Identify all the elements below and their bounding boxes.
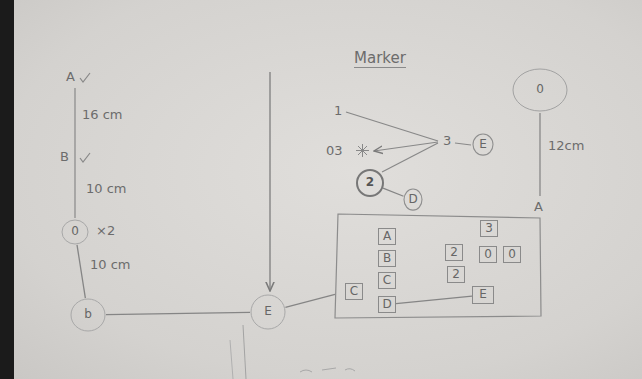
connector-line [285, 294, 335, 307]
dark-edge [0, 0, 14, 379]
node-text: 0 [71, 225, 79, 238]
node-text: 3 [485, 222, 493, 235]
fan-line [382, 143, 438, 172]
frame-outline [335, 212, 542, 322]
circle-stroke [404, 189, 422, 210]
circle-node: b [70, 298, 106, 332]
connector-line [396, 296, 472, 304]
sketch-label: A [66, 70, 75, 84]
dimension-line [539, 113, 540, 196]
link-line [455, 143, 471, 145]
circle-stroke [513, 69, 567, 111]
node-text: 0 [508, 248, 516, 261]
dimension-line [74, 88, 75, 218]
faint-stroke [243, 325, 246, 379]
small-box: 0 [479, 246, 497, 263]
node-text: 2 [366, 176, 374, 189]
sketch-label: 3 [443, 134, 451, 148]
frame-stroke [335, 214, 541, 318]
circle-node: 0 [61, 219, 89, 245]
sketch-label: 03 [326, 144, 343, 158]
node-text: A [383, 230, 391, 243]
check-mark [80, 153, 90, 162]
node-text: b [84, 308, 92, 321]
fan-arrow [374, 142, 438, 151]
circle-node: 2 [356, 169, 384, 197]
connector-line [383, 188, 404, 196]
sketch-label: B [60, 150, 69, 164]
node-text: 0 [484, 248, 492, 261]
small-box: 2 [447, 266, 465, 283]
faint-stroke [300, 368, 355, 372]
node-text: 0 [536, 83, 544, 96]
node-text: B [383, 252, 391, 265]
node-text: 2 [450, 246, 458, 259]
node-text: E [479, 138, 487, 151]
circle-node: E [472, 133, 494, 156]
small-box: 2 [445, 244, 463, 261]
sketch-frame: AB3200C2CED [335, 212, 542, 322]
small-box: C [378, 272, 396, 289]
node-text: C [350, 285, 358, 298]
small-box: 0 [503, 246, 521, 263]
small-box: 3 [480, 220, 498, 237]
small-box: B [378, 250, 396, 267]
circle-stroke [251, 295, 285, 329]
small-box: C [345, 283, 363, 300]
small-box: A [378, 228, 396, 245]
sketch-title: Marker [354, 50, 406, 68]
fan-line [346, 112, 438, 141]
connector-line [77, 245, 85, 298]
node-text: C [383, 274, 391, 287]
circle-stroke [62, 220, 88, 244]
dimension-label: 12cm [548, 139, 584, 153]
sketch-label: ×2 [96, 224, 115, 238]
circle-stroke [357, 170, 383, 196]
circle-node: D [403, 188, 423, 211]
circle-node: 0 [512, 68, 568, 112]
node-text: E [479, 288, 487, 301]
star-symbol [356, 144, 369, 157]
long-arrow [269, 72, 270, 291]
circle-stroke [71, 299, 105, 331]
connector-line [106, 312, 250, 314]
dimension-label: 16 cm [82, 108, 123, 122]
sketch-label: 1 [334, 104, 342, 118]
node-text: D [382, 298, 391, 311]
circle-stroke [473, 134, 493, 155]
faint-stroke [230, 340, 233, 379]
circle-node: E [250, 294, 286, 330]
small-box: D [378, 296, 396, 313]
small-box: E [472, 286, 494, 304]
sketch-label: A [534, 200, 543, 214]
node-text: E [264, 305, 272, 318]
node-text: 2 [452, 268, 460, 281]
dimension-label: 10 cm [86, 182, 127, 196]
dimension-label: 10 cm [90, 258, 131, 272]
check-mark [80, 73, 90, 82]
node-text: D [408, 193, 417, 206]
